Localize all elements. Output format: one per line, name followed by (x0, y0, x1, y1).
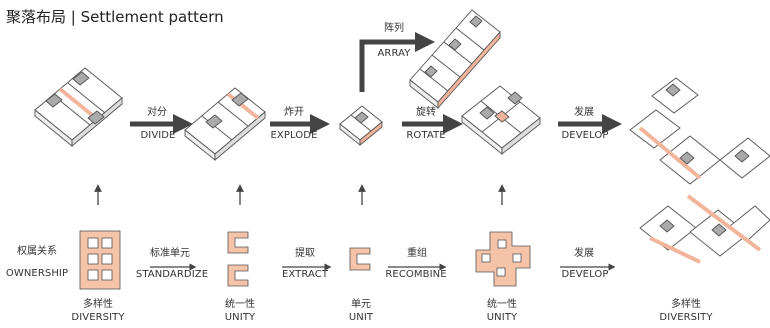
recombine-label: 重组 (397, 247, 437, 260)
caption-unit: 单元 UNIT (336, 298, 386, 324)
divide-label: 对分 (138, 106, 176, 119)
standardize-label-en: STANDARDIZE (132, 268, 212, 281)
ownership-label: 权属关系 (2, 245, 72, 258)
block-original (35, 68, 122, 146)
caption-diversity-right: 多样性 DIVERSITY (648, 298, 724, 324)
extract-label: 提取 (285, 247, 325, 260)
extract-label-en: EXTRACT (276, 268, 334, 281)
ownership-label-en: OWNERSHIP (2, 267, 72, 280)
plan-ownership (80, 231, 120, 289)
plan-standardized (228, 232, 248, 286)
rotated-cluster (462, 86, 540, 154)
plan-unit (350, 248, 370, 270)
array-label: 阵列 (374, 22, 414, 35)
rotate-label: 旋转 (406, 106, 446, 119)
rotate-label-en: ROTATE (400, 129, 452, 142)
explode-label-en: EXPLODE (264, 129, 324, 142)
develop-bottom-label: 发展 (564, 247, 604, 260)
develop-label: 发展 (564, 106, 604, 119)
caption-unity-1: 统一性 UNITY (210, 298, 270, 324)
array-model (410, 10, 500, 108)
divide-label-en: DIVIDE (136, 129, 180, 142)
array-label-en: ARRAY (370, 47, 418, 60)
plan-recombined (476, 232, 530, 286)
developed-cluster (630, 78, 770, 262)
develop-bottom-label-en: DEVELOP (556, 268, 614, 281)
divide-label-zh: 对分 (138, 106, 176, 119)
recombine-label-en: RECOMBINE (380, 268, 452, 281)
block-divided (185, 88, 265, 160)
caption-unity-2: 统一性 UNITY (472, 298, 532, 324)
unit-model (340, 106, 382, 145)
develop-label-en: DEVELOP (556, 129, 614, 142)
standardize-label: 标准单元 (140, 247, 200, 260)
explode-label: 炸开 (274, 106, 314, 119)
caption-diversity-left: 多样性 DIVERSITY (60, 298, 136, 324)
